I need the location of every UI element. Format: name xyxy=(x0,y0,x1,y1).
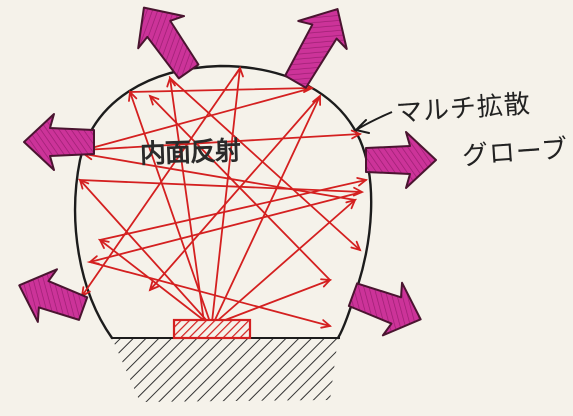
light-source xyxy=(172,318,252,340)
ray-arrowhead-icon xyxy=(234,65,244,78)
base-socket xyxy=(112,337,340,402)
ray-arrowhead-icon xyxy=(78,178,90,190)
ray-arrowhead-icon xyxy=(166,75,176,88)
ray-arrowhead-icon xyxy=(350,129,363,140)
ray-arrowhead-icon xyxy=(356,177,369,187)
thick-outward-arrow-icon xyxy=(365,131,437,189)
ray-arrowhead-icon xyxy=(345,198,357,210)
thick-outward-arrow-icon xyxy=(284,8,348,89)
diffuse-arrows xyxy=(18,6,437,337)
thick-outward-arrow-icon xyxy=(18,268,89,323)
ray-arrowhead-icon xyxy=(312,94,322,106)
thick-outward-arrow-icon xyxy=(347,281,422,337)
thick-outward-arrow-icon xyxy=(23,113,95,171)
reflection-ray xyxy=(77,179,363,327)
ray-arrowhead-icon xyxy=(350,240,362,252)
inner-reflection-label: 内面反射 xyxy=(139,136,241,170)
ray-arrowhead-icon xyxy=(352,186,365,197)
globe-outline xyxy=(73,64,373,340)
ray-arrowhead-icon xyxy=(320,319,332,329)
leader-arrowhead-icon xyxy=(355,119,370,134)
ray-arrowhead-icon xyxy=(98,238,110,249)
ray-arrowhead-icon xyxy=(87,255,100,265)
reflection-rays xyxy=(77,65,369,329)
reflection-ray xyxy=(83,87,361,323)
ray-arrowhead-icon xyxy=(320,278,332,288)
ray-arrowhead-icon xyxy=(148,94,160,106)
globe-leader-line xyxy=(355,111,393,131)
ray-arrowhead-icon xyxy=(148,280,160,292)
thick-outward-arrow-icon xyxy=(137,6,200,80)
globe-name-label-line2: グローブ xyxy=(461,134,570,172)
ray-arrowhead-icon xyxy=(128,90,138,102)
